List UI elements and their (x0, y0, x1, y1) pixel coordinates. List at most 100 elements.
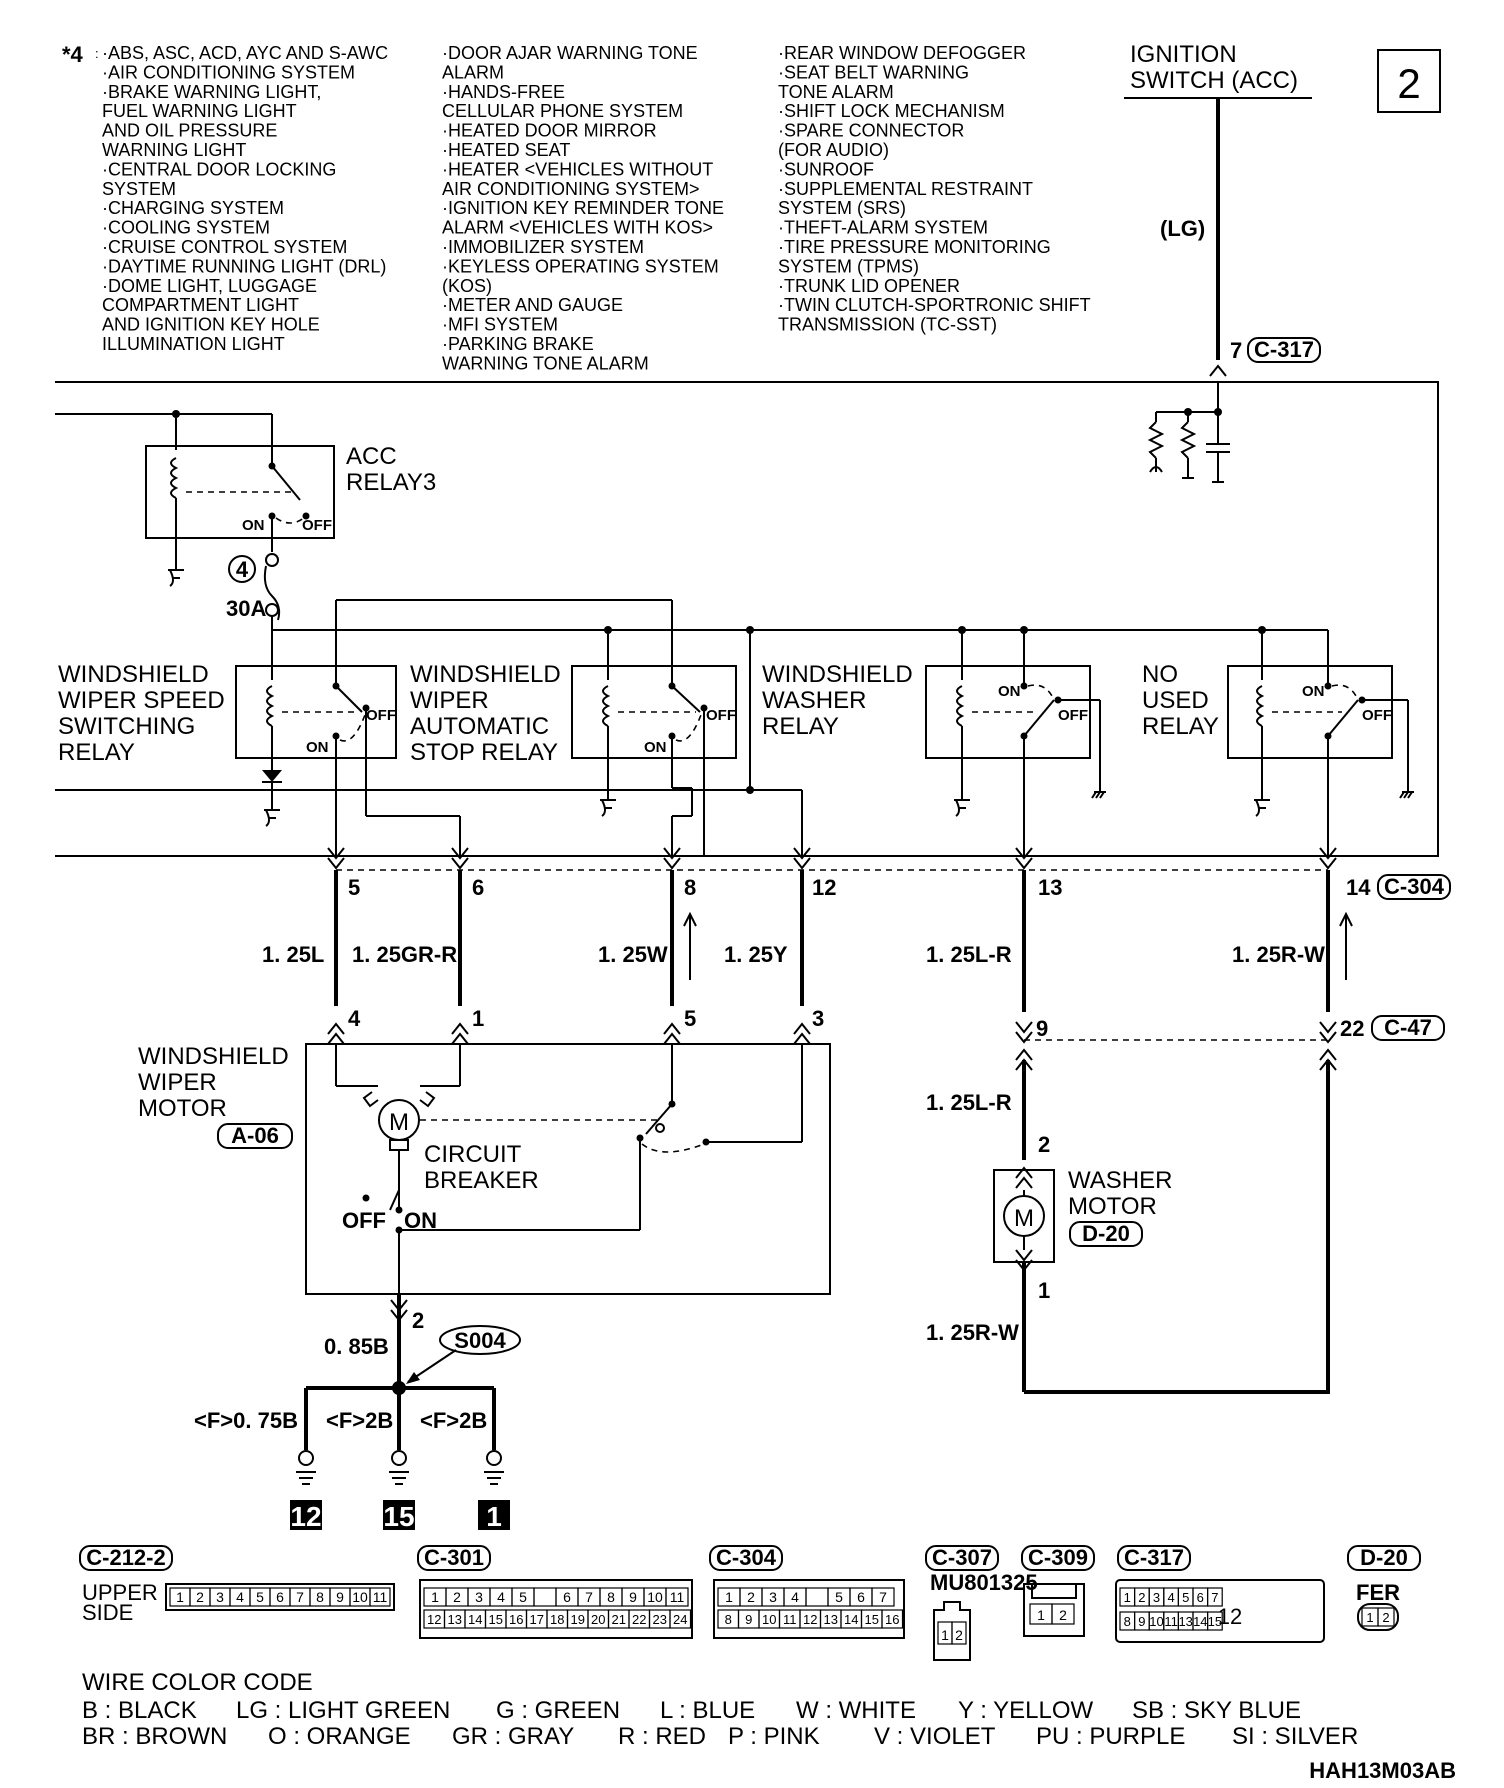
connector-cell-label: 5 (1182, 1590, 1189, 1605)
speed-relay-label-1: WINDSHIELD (58, 661, 209, 688)
connector-cell-label: 18 (550, 1612, 564, 1627)
ignition-filter (1147, 382, 1230, 483)
color-code-entry: SI : SILVER (1232, 1723, 1358, 1750)
c304-view-tag (709, 1545, 783, 1571)
note-line: ·DOOR AJAR WARNING TONE (442, 43, 698, 63)
connector-cell-label: 9 (745, 1612, 752, 1627)
speed-relay-on: ON (306, 739, 329, 756)
note-line: SYSTEM (TPMS) (778, 256, 919, 276)
note-line: ·CHARGING SYSTEM (102, 198, 284, 218)
c304-pin-13: 13 (1038, 875, 1062, 900)
c304-arrows (327, 847, 1337, 870)
unused-relay (1227, 629, 1414, 856)
c47-tag (1371, 1015, 1445, 1041)
fuse-rating: 30A (226, 596, 266, 621)
c307-part: MU801325 (930, 1570, 1038, 1595)
connector-cell-label: 3 (769, 1589, 777, 1605)
c304-pin-8: 8 (684, 875, 696, 900)
d20-view-tag (1347, 1545, 1421, 1571)
connector-cell-label: 3 (475, 1589, 483, 1605)
acc-relay-label-1: ACC (346, 443, 397, 470)
c309-tag (1021, 1545, 1095, 1571)
ground-point-1 (478, 1500, 510, 1530)
color-code-entry: O : ORANGE (268, 1723, 411, 1750)
connector-cell-label: 10 (1149, 1614, 1163, 1629)
auto-stop-relay (571, 600, 737, 856)
c304-view-body (713, 1579, 905, 1639)
connector-cell-label: 13 (1178, 1614, 1192, 1629)
connector-cell-label: 7 (1211, 1590, 1218, 1605)
d20-tag-label: D-20 (1082, 1221, 1130, 1246)
washer-motor-symbol: M (1014, 1205, 1034, 1232)
connector-cell-label: 2 (747, 1589, 755, 1605)
c47-arrows (1015, 1021, 1337, 1071)
connector-cell-label: 9 (629, 1589, 637, 1605)
connector-cell-label: 21 (612, 1612, 626, 1627)
connector-cell-label: 15 (865, 1612, 879, 1627)
note-line: ·DOME LIGHT, LUGGAGE (102, 276, 317, 296)
note-line: ·ABS, ASC, ACD, AYC AND S-AWC (102, 43, 388, 63)
a06-tag (217, 1123, 293, 1149)
c212-tag (79, 1545, 173, 1571)
note-column-1: ·ABS, ASC, ACD, AYC AND S-AWC·AIR CONDIT… (102, 43, 388, 354)
page-number: 2 (1397, 60, 1420, 107)
note-line: ·HEATED DOOR MIRROR (442, 121, 657, 141)
note-line: ·CENTRAL DOOR LOCKING (102, 159, 336, 179)
connector-cell (871, 1587, 895, 1607)
note-line: ·COOLING SYSTEM (102, 218, 270, 238)
c304-pin-12: 12 (812, 875, 836, 900)
connector-cell-label: 6 (1197, 1590, 1204, 1605)
c47-tag-label: C-47 (1384, 1015, 1432, 1040)
c304-tag (1377, 874, 1451, 900)
connector-cell-label: 4 (236, 1589, 244, 1605)
c212-name: C-212-2 (86, 1545, 165, 1570)
note-column-2: ·DOOR AJAR WARNING TONE ALARM·HANDS-FREE… (442, 43, 724, 373)
color-code-entry: V : VIOLET (874, 1723, 996, 1750)
wiper-speed-relay (235, 599, 672, 856)
connector-cell-label: 3 (1153, 1590, 1160, 1605)
connector-cell (1206, 1611, 1223, 1631)
wire-label-washer-return: 1. 25R-W (926, 1320, 1019, 1345)
color-code-entry: L : BLUE (660, 1697, 755, 1724)
acc-relay-off: OFF (302, 517, 332, 534)
connector-cell-label: 2 (1059, 1607, 1067, 1623)
note-line: AND IGNITION KEY HOLE (102, 315, 320, 335)
ground-point-12-label: 12 (290, 1501, 321, 1532)
wire-label-6: 1. 25GR-R (352, 942, 457, 967)
note-line: ALARM (442, 62, 504, 82)
connector-cell (951, 1621, 967, 1645)
note-line: ·CRUISE CONTROL SYSTEM (102, 237, 347, 257)
color-code-entry: P : PINK (728, 1723, 820, 1750)
c212-side-2: SIDE (82, 1600, 133, 1625)
breaker-label-1: CIRCUIT (424, 1141, 522, 1168)
c304-pin-6: 6 (472, 875, 484, 900)
note-line: ·REAR WINDOW DEFOGGER (778, 43, 1026, 63)
c304-pin-5: 5 (348, 875, 360, 900)
motor-pin-2: 2 (412, 1308, 424, 1333)
color-code-entry: PU : PURPLE (1036, 1723, 1185, 1750)
washer-relay-on: ON (998, 683, 1021, 700)
unused-relay-label-1: NO (1142, 661, 1178, 688)
c212-side-1: UPPER (82, 1580, 158, 1605)
d20-view-name: D-20 (1360, 1545, 1408, 1570)
wiper-motor-label-1: WINDSHIELD (138, 1043, 289, 1070)
washer-pin-1: 1 (1038, 1278, 1050, 1303)
note-line: WARNING TONE ALARM (442, 353, 649, 373)
note-line: (KOS) (442, 276, 492, 296)
wire-label-12: 1. 25Y (724, 942, 788, 967)
color-code-title: WIRE COLOR CODE (82, 1669, 313, 1696)
connector-cell-label: 2 (1138, 1590, 1145, 1605)
note-line: ·KEYLESS OPERATING SYSTEM (442, 256, 719, 276)
ground-circuit (296, 1294, 504, 1485)
connector-cell-label: 15 (1208, 1614, 1222, 1629)
connector-cell-label: 2 (1382, 1610, 1389, 1625)
speed-relay-label-2: WIPER SPEED (58, 687, 225, 714)
breaker-label-2: BREAKER (424, 1167, 539, 1194)
wire-label-14: 1. 25R-W (1232, 942, 1325, 967)
connector-cell-label: 19 (571, 1612, 585, 1627)
connector-cell-label: 3 (216, 1589, 224, 1605)
unused-relay-on: ON (1302, 683, 1325, 700)
connector-cell-label: 2 (453, 1589, 461, 1605)
